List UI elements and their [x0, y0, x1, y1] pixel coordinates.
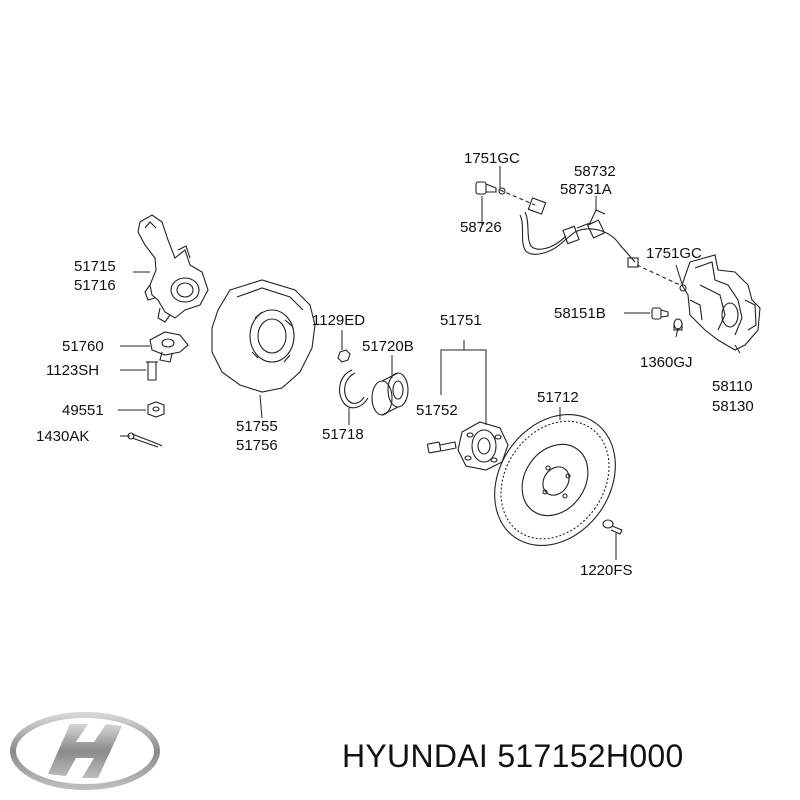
label-1360gj: 1360GJ: [640, 354, 693, 371]
label-51720b: 51720B: [362, 338, 414, 355]
brand-name: HYUNDAI: [342, 738, 489, 774]
brake-disc-drawing: [494, 414, 616, 546]
bearing-drawing: [371, 372, 409, 416]
hub-drawing: [457, 421, 509, 471]
bolt-1123sh-drawing: [146, 361, 158, 381]
brake-hose-drawing: [499, 189, 681, 286]
label-1123sh: 1123SH: [46, 362, 100, 379]
knuckle-drawing: [137, 214, 209, 323]
label-1751gc-top: 1751GC: [464, 150, 520, 167]
hub-bolt-51752-drawing: [427, 441, 457, 454]
cotter-pin-1430ak-drawing: [127, 432, 163, 448]
label-51712: 51712: [537, 389, 579, 406]
label-1430ak: 1430AK: [36, 428, 90, 445]
leader-lines: [118, 166, 741, 560]
label-51715: 51715: [74, 258, 116, 275]
label-58110: 58110: [712, 378, 753, 395]
label-51760: 51760: [62, 338, 104, 355]
label-58731a: 58731A: [560, 181, 612, 198]
label-58726: 58726: [460, 219, 502, 236]
bolt-1129ed-drawing: [337, 349, 351, 363]
caliper-drawing: [681, 254, 761, 351]
ball-joint-drawing: [149, 331, 189, 363]
label-51751: 51751: [440, 312, 482, 329]
label-1129ed: 1129ED: [312, 312, 366, 329]
label-49551: 49551: [62, 402, 104, 419]
washer-1751gc-drawing: [498, 187, 506, 195]
label-1220fs: 1220FS: [580, 562, 633, 579]
label-51756: 51756: [236, 437, 278, 454]
label-58732: 58732: [574, 163, 616, 180]
nut-49551-drawing: [147, 401, 165, 418]
label-51716: 51716: [74, 277, 116, 294]
label-51752: 51752: [416, 402, 458, 419]
bolt-58151b-drawing: [651, 307, 669, 320]
label-1751gc-right: 1751GC: [646, 245, 702, 262]
hyundai-logo-icon: [10, 712, 160, 790]
footer-title: HYUNDAI 517152H000: [342, 738, 684, 775]
part-number: 517152H000: [497, 738, 684, 774]
snap-ring-drawing: [339, 369, 369, 409]
screw-1220fs-drawing: [602, 519, 623, 535]
label-58151b: 58151B: [554, 305, 606, 322]
dust-cover-drawing: [211, 279, 316, 393]
label-51718: 51718: [322, 426, 364, 443]
bolt-58726-drawing: [475, 181, 497, 195]
label-58130: 58130: [712, 398, 754, 415]
label-51755: 51755: [236, 418, 278, 435]
washer-1751gc-right-drawing: [679, 284, 687, 292]
